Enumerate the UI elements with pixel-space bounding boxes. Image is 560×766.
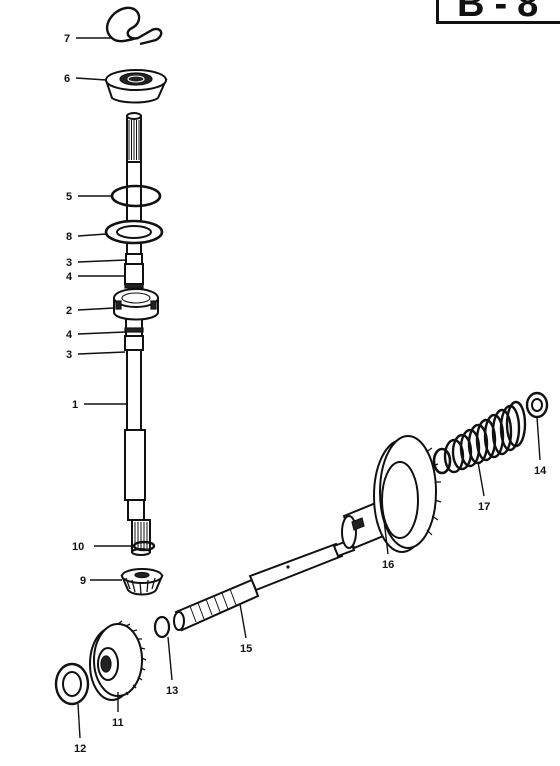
part-4-ring-upper <box>124 283 144 289</box>
section-code-box: B-8 <box>436 0 560 25</box>
part-11-forward-gear <box>89 620 147 701</box>
callout-16: 16 <box>382 559 394 571</box>
part-8-washer <box>104 219 164 245</box>
callout-7: 7 <box>64 33 70 45</box>
section-code: B-8 <box>457 0 549 25</box>
callout-6: 6 <box>64 73 70 85</box>
callout-5: 5 <box>66 191 72 203</box>
callout-4-lower: 4 <box>66 329 73 341</box>
part-1-drive-shaft <box>124 112 151 556</box>
part-14-ring <box>525 391 549 419</box>
callout-3-lower: 3 <box>66 349 72 361</box>
callout-17: 17 <box>478 501 490 513</box>
callout-1: 1 <box>72 399 78 411</box>
part-4-ring-lower <box>124 327 144 333</box>
part-15-propeller-shaft <box>173 538 356 632</box>
callout-9: 9 <box>80 575 86 587</box>
callout-10: 10 <box>72 541 84 553</box>
callout-4-upper: 4 <box>66 271 73 283</box>
callout-15: 15 <box>240 643 252 655</box>
callout-11: 11 <box>112 717 124 729</box>
callout-numbers: 7 6 5 8 3 4 2 4 3 1 10 9 11 12 13 15 16 … <box>64 33 547 755</box>
leader-lines <box>75 37 541 739</box>
part-6-seal <box>104 69 168 104</box>
part-9-pinion-gear <box>120 568 164 596</box>
part-13-washer <box>153 615 171 639</box>
callout-2: 2 <box>66 305 72 317</box>
part-7-clip <box>105 6 163 46</box>
part-16-housing <box>341 435 442 553</box>
callout-8: 8 <box>66 231 72 243</box>
part-2-bearing <box>113 288 159 321</box>
part-17-spring <box>432 400 527 475</box>
callout-13: 13 <box>166 685 178 697</box>
callout-14: 14 <box>534 465 547 477</box>
callout-3-upper: 3 <box>66 257 72 269</box>
callout-12: 12 <box>74 743 86 755</box>
part-12-shim <box>54 662 90 706</box>
